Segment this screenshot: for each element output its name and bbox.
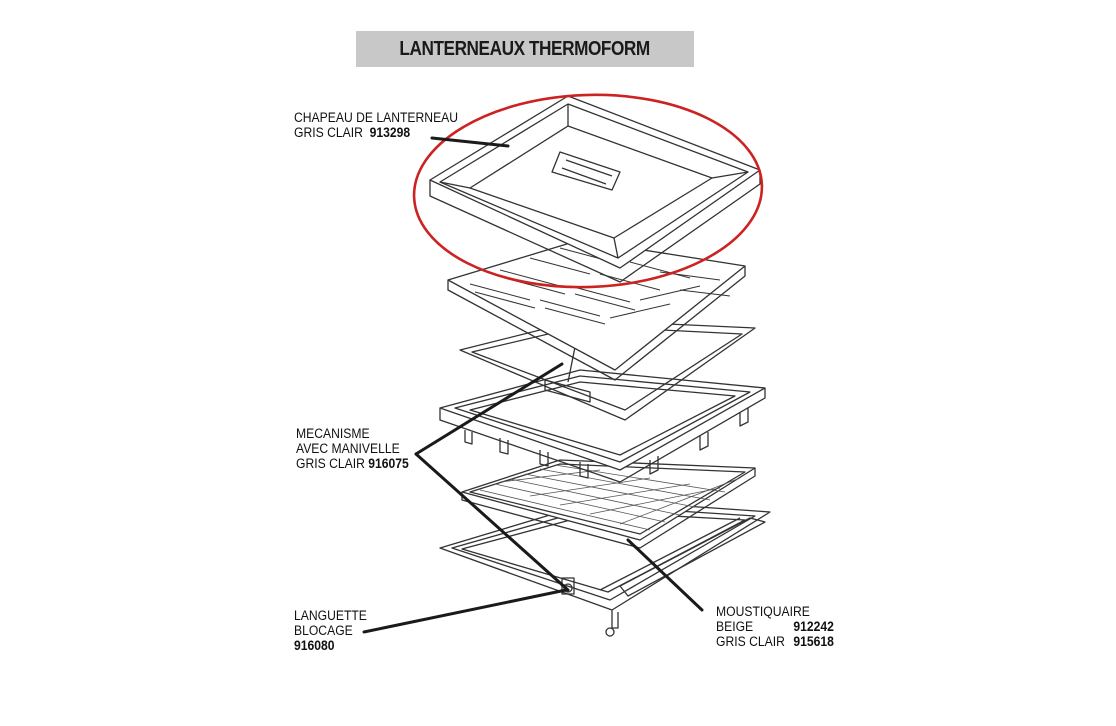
leader-mecanisme-b	[414, 452, 570, 592]
label-mecanisme: MECANISME AVEC MANIVELLE GRIS CLAIR 9160…	[296, 426, 409, 471]
base-frame	[439, 499, 771, 637]
part-number: 912242	[793, 619, 834, 634]
leader-moustiquaire	[626, 538, 704, 612]
part-number: 916080	[294, 638, 335, 653]
part-number: 913298	[369, 125, 411, 140]
part-number: 915618	[793, 634, 834, 649]
leader-chapeau	[430, 136, 510, 148]
mosquito-net	[461, 459, 756, 549]
part-number: 916075	[368, 456, 409, 471]
label-languette: LANGUETTE BLOCAGE 916080	[294, 608, 367, 653]
leader-languette	[362, 588, 568, 634]
inner-frame	[439, 369, 766, 483]
title-banner: LANTERNEAUX THERMOFORM	[356, 31, 694, 67]
leader-mecanisme-a	[414, 362, 564, 456]
label-chapeau: CHAPEAU DE LANTERNEAU GRIS CLAIR 913298	[294, 110, 459, 140]
page-title: LANTERNEAUX THERMOFORM	[399, 37, 651, 60]
vent-cap	[429, 95, 761, 283]
highlight-ellipse	[412, 93, 764, 289]
